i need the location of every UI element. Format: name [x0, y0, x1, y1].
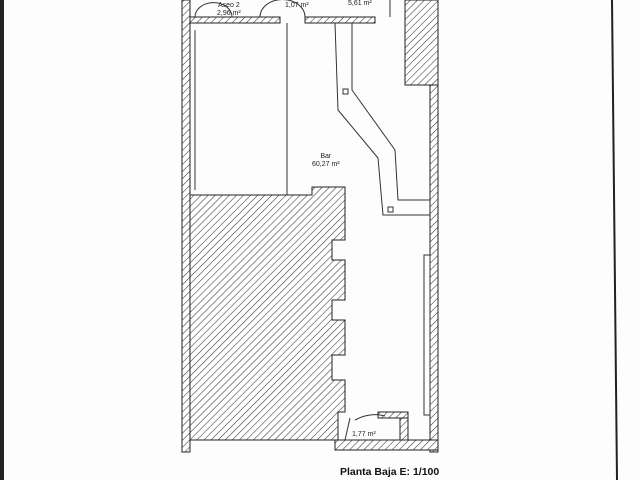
- room-entry-area: 1,77 m²: [352, 431, 376, 438]
- room-area: 2,96 m²: [217, 10, 241, 17]
- entry-wall-right: [399, 417, 409, 441]
- top-wall-right: [304, 16, 376, 24]
- column: [342, 88, 349, 95]
- top-wall-left: [189, 16, 281, 24]
- column: [387, 206, 394, 213]
- right-wall: [429, 84, 439, 453]
- room-aseo2-label: Aseo 2 2,96 m²: [217, 2, 241, 18]
- scan-edge-right: [611, 0, 618, 480]
- ramp-line-outer: [334, 22, 430, 216]
- room-hall-area: 1,07 m²: [285, 2, 309, 9]
- room-bar-label: Bar 60,27 m²: [312, 153, 340, 169]
- solid-block: [189, 186, 346, 441]
- plan-title: Planta Baja E: 1/100: [340, 466, 440, 478]
- bottom-wall: [334, 439, 439, 451]
- room-name: Bar: [320, 153, 332, 160]
- scan-edge-left: [0, 0, 4, 480]
- door-swing: [194, 2, 233, 18]
- counter: [423, 254, 431, 416]
- room-3-area: 5,61 m²: [348, 0, 372, 7]
- room-area: 60,27 m²: [312, 161, 340, 168]
- entry-door-swing: [344, 414, 386, 441]
- ramp-line-inner: [351, 23, 430, 201]
- left-wall: [181, 0, 191, 453]
- room-name: Aseo 2: [217, 2, 240, 9]
- door-swing: [259, 0, 306, 18]
- top-right-wall: [404, 0, 439, 86]
